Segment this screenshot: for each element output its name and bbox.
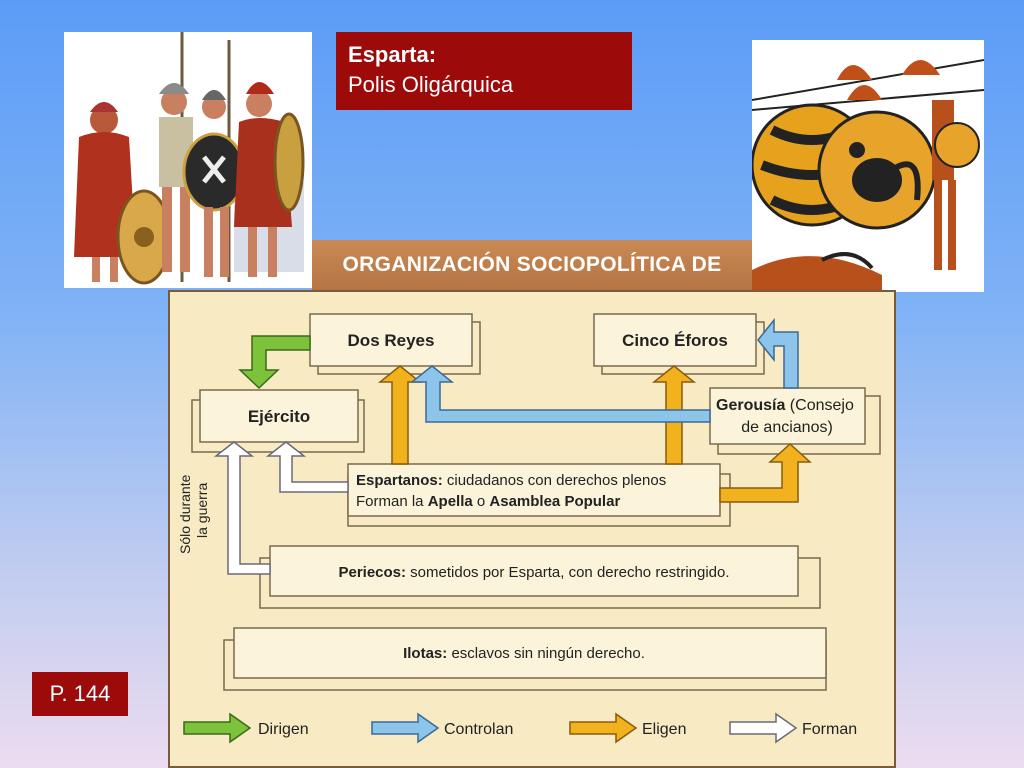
node-ilotas: Ilotas: esclavos sin ningún derecho.: [403, 645, 645, 662]
arrow-forman-espartanos: [265, 441, 349, 493]
node-ejercito: Ejército: [248, 407, 310, 426]
spartan-warriors-image: [64, 32, 312, 288]
legend-swatch-controlan: [371, 712, 440, 744]
arrow-controlan-eforos: [757, 317, 799, 389]
legend-item-forman: Forman: [729, 712, 857, 744]
box-ilotas: Ilotas: esclavos sin ningún derecho.: [223, 627, 827, 691]
legend-label-forman: Forman: [802, 721, 857, 738]
side-note: Sólo durante la guerra: [177, 474, 210, 554]
legend-swatch-dirigen: [183, 712, 252, 744]
arrow-dirigen: [238, 335, 311, 390]
title-line-2: Polis Oligárquica: [348, 72, 514, 97]
box-ejercito: Ejército: [191, 389, 365, 453]
org-diagram: Dos Reyes Cinco Éforos Ejército Gerousía…: [177, 313, 881, 744]
node-espartanos-line2: Forman la Apella o Asamblea Popular: [356, 493, 620, 510]
side-note-line1: Sólo durante: [177, 474, 193, 554]
diagram-panel: Dos Reyes Cinco Éforos Ejército Gerousía…: [168, 290, 896, 768]
arrow-controlan-reyes: [409, 365, 711, 423]
node-dos-reyes: Dos Reyes: [348, 331, 435, 350]
legend-label-eligen: Eligen: [642, 721, 686, 738]
page-reference: P. 144: [32, 672, 128, 716]
box-espartanos: Espartanos: ciudadanos con derechos plen…: [347, 463, 731, 527]
legend-item-dirigen: Dirigen: [183, 712, 309, 744]
title-line-1: Esparta:: [348, 42, 437, 67]
box-cinco-eforos: Cinco Éforos: [593, 313, 765, 375]
vase-painting-image: [752, 40, 984, 292]
legend-swatch-forman: [729, 712, 798, 744]
side-note-line2: la guerra: [194, 483, 210, 538]
legend-label-dirigen: Dirigen: [258, 721, 309, 738]
node-espartanos-line1: Espartanos: ciudadanos con derechos plen…: [356, 472, 666, 489]
slide-title: Esparta: Polis Oligárquica: [336, 32, 632, 110]
legend-item-eligen: Eligen: [569, 712, 686, 744]
box-dos-reyes: Dos Reyes: [309, 313, 481, 375]
node-cinco-eforos: Cinco Éforos: [622, 331, 728, 350]
legend: Dirigen Controlan Eligen Forman: [183, 712, 857, 744]
box-periecos: Periecos: sometidos por Esparta, con der…: [259, 545, 821, 609]
legend-swatch-eligen: [569, 712, 638, 744]
node-gerousia-line1: Gerousía (Consejo: [716, 397, 854, 414]
arrow-eligen-gerousia: [719, 442, 812, 503]
diagram-header: ORGANIZACIÓN SOCIOPOLÍTICA DE ESPARTA: [312, 240, 752, 326]
arrow-eligen-reyes: [377, 365, 423, 465]
arrow-forman-periecos: [213, 441, 271, 575]
node-gerousia-line2: de ancianos): [741, 419, 833, 436]
legend-item-controlan: Controlan: [371, 712, 513, 744]
legend-label-controlan: Controlan: [444, 721, 513, 738]
box-gerousia: Gerousía (Consejo de ancianos): [709, 387, 881, 455]
node-periecos: Periecos: sometidos por Esparta, con der…: [338, 564, 729, 581]
